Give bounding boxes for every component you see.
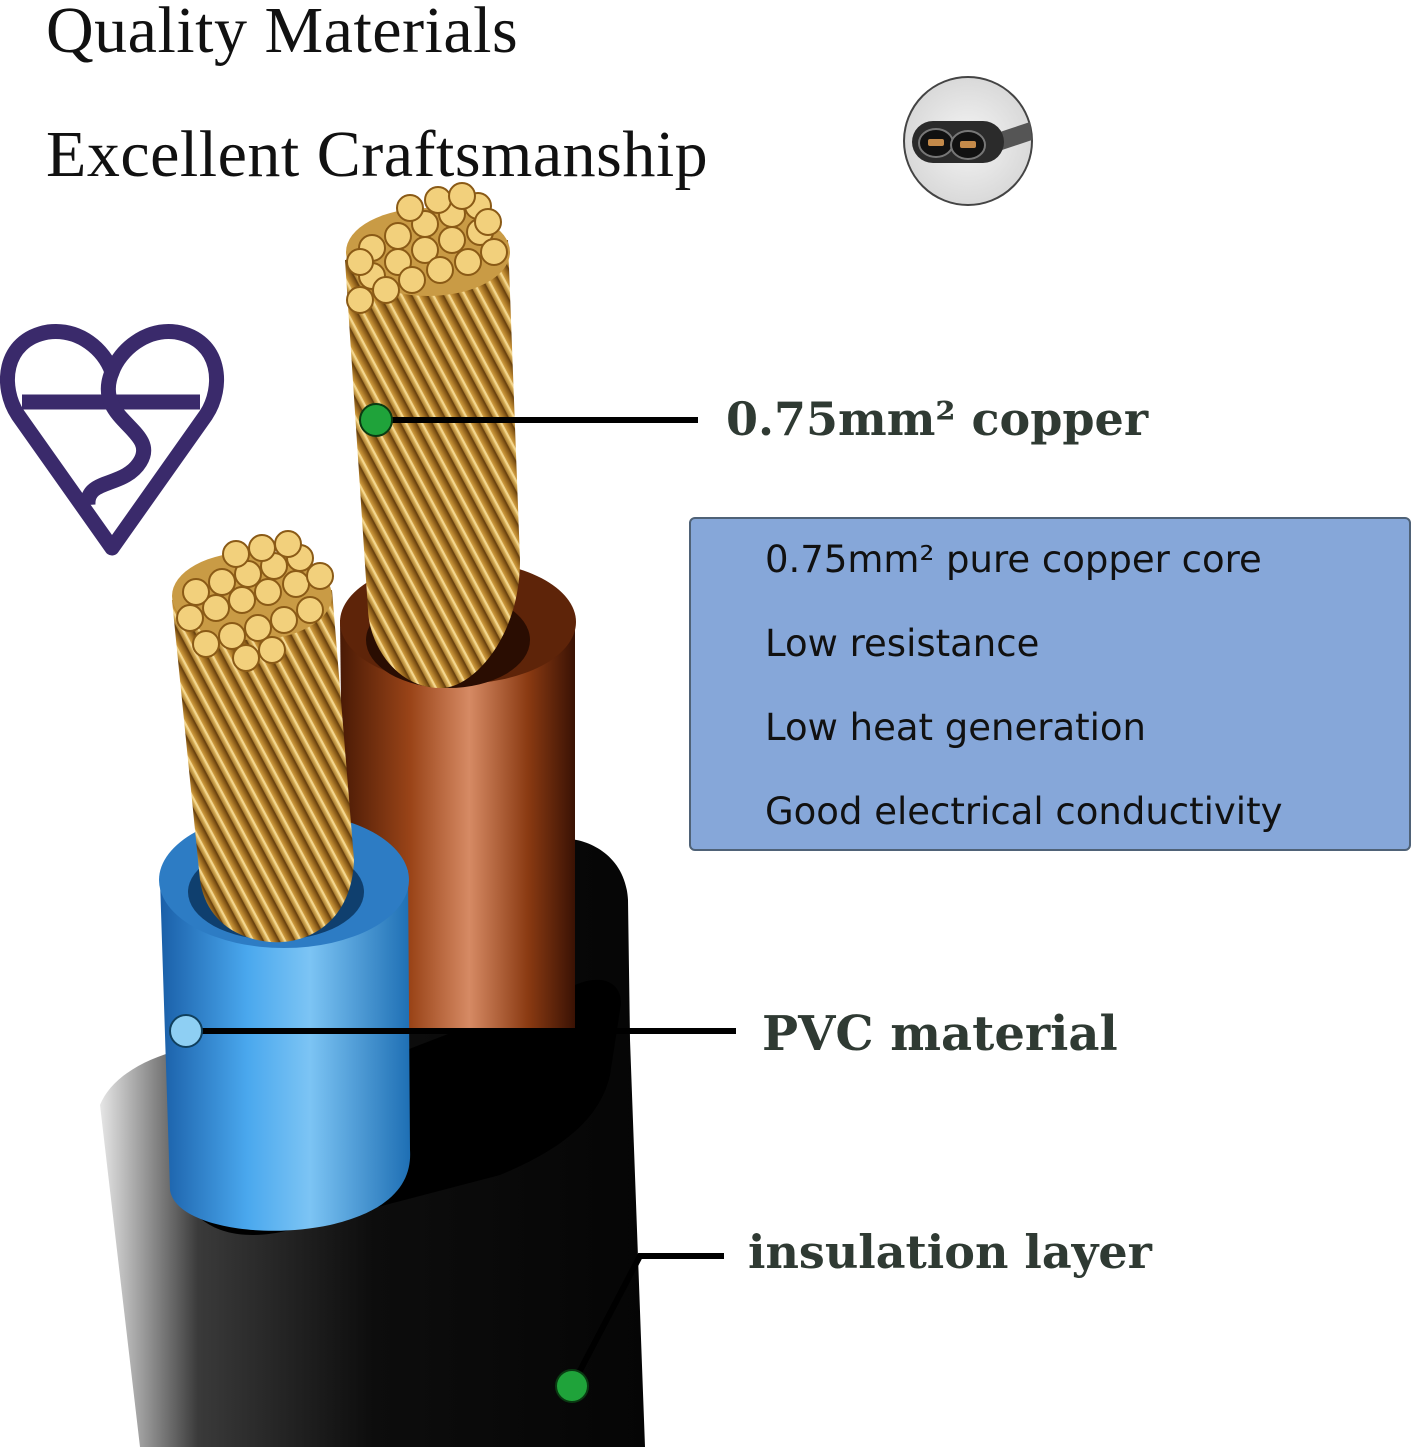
callout-insulation: insulation layer — [748, 1225, 1152, 1279]
callout-pvc: PVC material — [762, 1006, 1118, 1062]
headline-quality: Quality Materials — [46, 0, 519, 67]
callout-copper: 0.75mm² copper — [726, 392, 1149, 446]
insulation-leader-line — [569, 1253, 724, 1388]
feature-item: Low heat generation — [765, 706, 1147, 749]
features-panel: 0.75mm² pure copper core Low resistance … — [689, 517, 1411, 851]
copper-strands-lower — [172, 530, 354, 943]
feature-item: Good electrical conductivity — [765, 790, 1283, 833]
pvc-marker-dot — [169, 1014, 203, 1048]
figure-8-connector-icon — [903, 76, 1033, 206]
feature-item: Low resistance — [765, 622, 1040, 665]
feature-item: 0.75mm² pure copper core — [765, 538, 1262, 581]
copper-marker-dot — [359, 403, 393, 437]
insulation-marker-dot — [555, 1369, 589, 1403]
headline-craftsmanship: Excellent Craftsmanship — [46, 118, 709, 191]
copper-strands-upper — [345, 182, 520, 689]
kitemark-heart-icon — [0, 324, 224, 556]
